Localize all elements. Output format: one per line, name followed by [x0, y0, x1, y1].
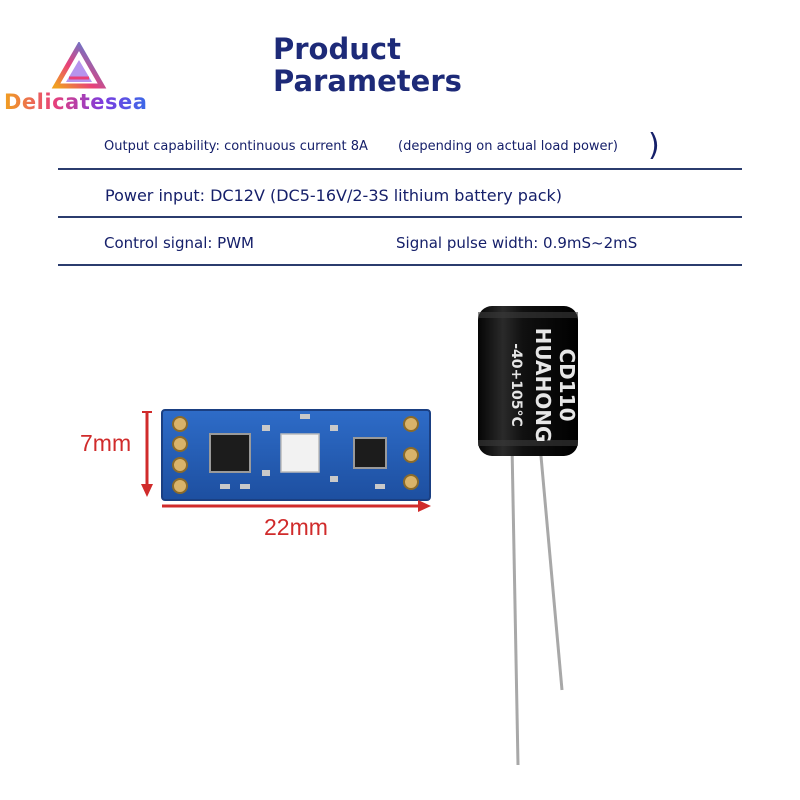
param-output-paren: ) — [648, 128, 660, 163]
param-control: Control signal: PWM — [104, 234, 254, 252]
page-title: Product Parameters — [273, 33, 462, 97]
param-output-note: (depending on actual load power) — [398, 139, 618, 154]
capacitor-lead — [510, 444, 520, 766]
pcb-module — [161, 409, 431, 501]
param-output: Output capability: continuous current 8A — [104, 139, 368, 154]
param-pulse: Signal pulse width: 0.9mS~2mS — [396, 234, 638, 252]
width-dimension-label: 22mm — [264, 514, 328, 540]
capacitor: HUAHONG CD110 -40+105°C — [478, 306, 579, 456]
title-line-2: Parameters — [273, 64, 462, 98]
capacitor-brand-text: HUAHONG — [531, 328, 555, 443]
capacitor-lead — [538, 444, 564, 691]
product-illustration: HUAHONG CD110 -40+105°C — [141, 306, 579, 766]
capacitor-temp-text: -40+105°C — [508, 343, 524, 427]
divider — [58, 168, 742, 170]
brand-name: Delicatesea — [4, 90, 148, 114]
divider — [58, 216, 742, 218]
height-dimension-label: 7mm — [80, 430, 132, 456]
divider — [58, 264, 742, 266]
brand-logo-icon — [51, 42, 107, 89]
height-dimension-arrow — [141, 411, 153, 497]
capacitor-model-text: CD110 — [555, 348, 579, 421]
width-dimension-arrow — [162, 500, 431, 512]
title-line-1: Product — [273, 32, 401, 66]
param-power: Power input: DC12V (DC5-16V/2-3S lithium… — [105, 186, 563, 205]
